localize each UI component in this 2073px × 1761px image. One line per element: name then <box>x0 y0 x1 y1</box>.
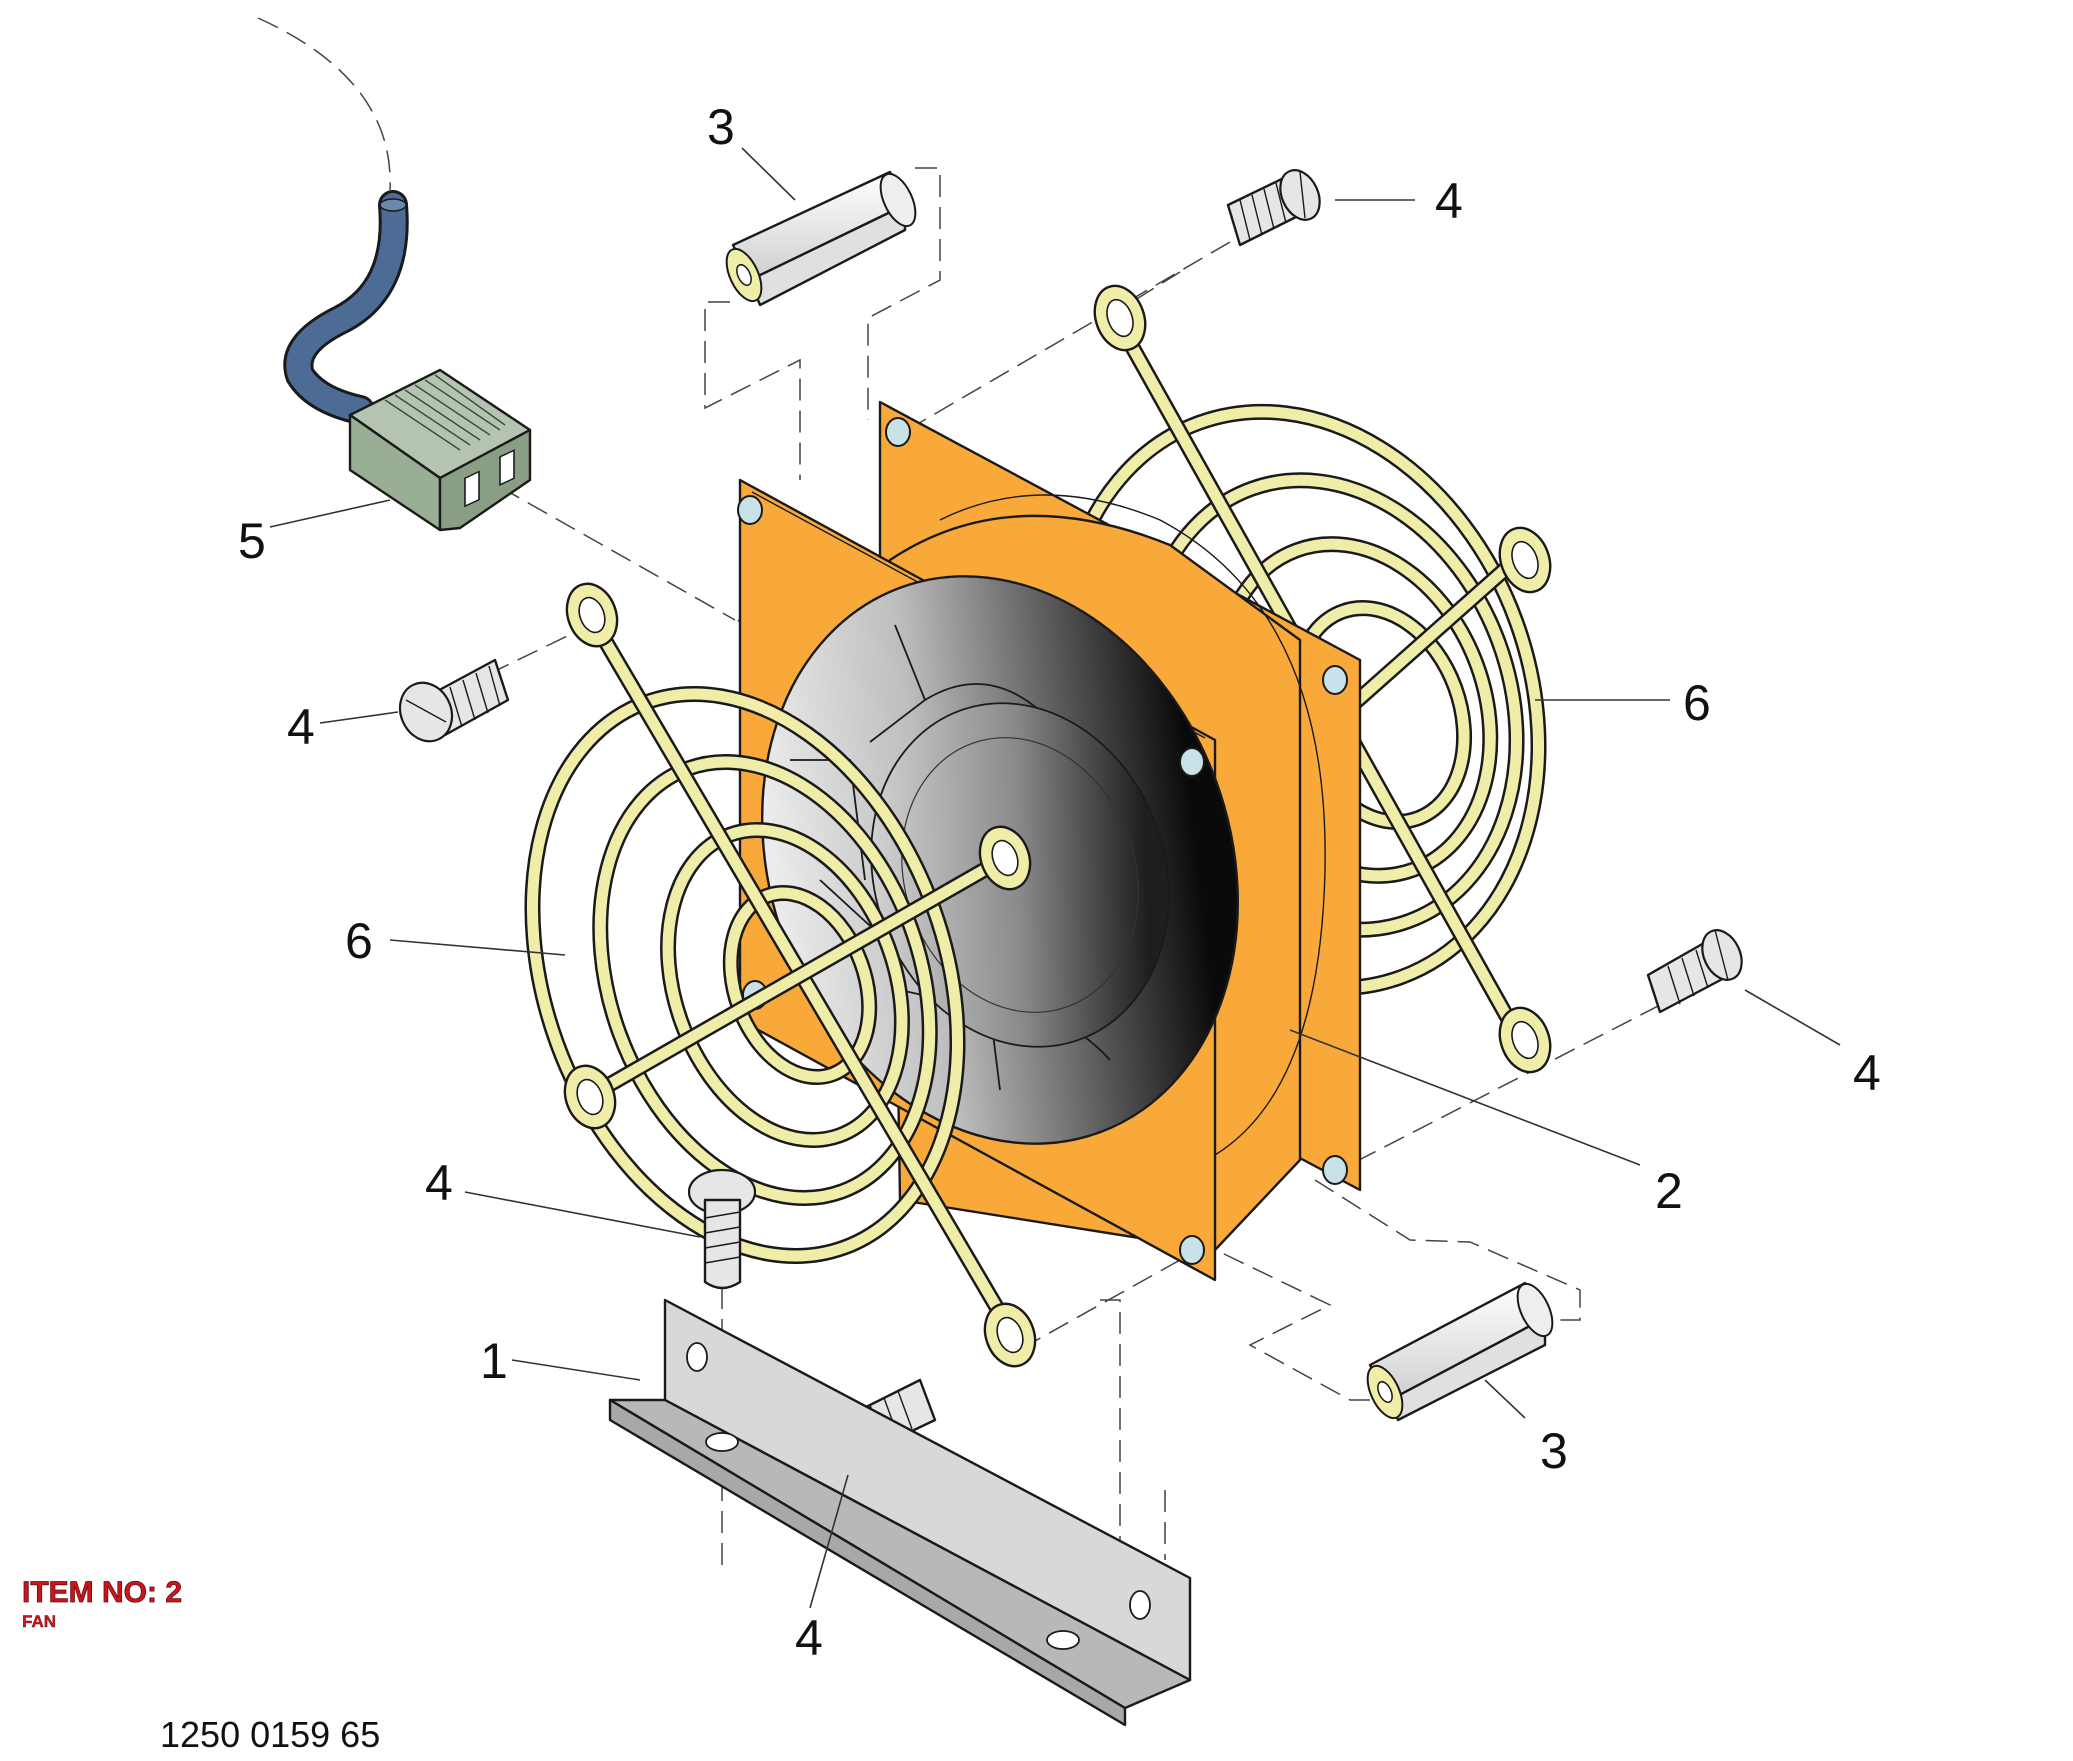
standoff-upper <box>725 170 917 307</box>
callout-3-top: 3 <box>707 99 735 155</box>
screw-bottom-vertical <box>687 1168 757 1290</box>
callout-1: 1 <box>480 1333 508 1389</box>
mounting-bracket <box>608 1298 1192 1727</box>
screw-top-right <box>1226 169 1321 247</box>
callout-2: 2 <box>1655 1163 1683 1219</box>
item-number-label: ITEM NO: 2 <box>22 1576 182 1609</box>
leader-lines <box>269 147 1841 1609</box>
standoff-lower <box>1366 1281 1554 1422</box>
callout-6-right: 6 <box>1683 675 1711 731</box>
callout-4-bottom-left: 4 <box>425 1155 453 1211</box>
power-connector <box>283 190 532 532</box>
item-description-label: FAN <box>22 1612 56 1631</box>
callout-4-left: 4 <box>287 699 315 755</box>
screw-right <box>1646 929 1743 1014</box>
callout-4-right: 4 <box>1853 1045 1881 1101</box>
screw-left <box>398 658 510 743</box>
callout-4-top-right: 4 <box>1435 173 1463 229</box>
callout-6-left: 6 <box>345 913 373 969</box>
document-number: 1250 0159 65 <box>160 1714 380 1755</box>
callout-5: 5 <box>238 513 266 569</box>
callout-3-bottom: 3 <box>1540 1423 1568 1479</box>
callout-4-bottom: 4 <box>795 1610 823 1666</box>
callout-numbers: 3 4 5 4 6 6 4 2 4 1 3 4 <box>238 99 1881 1666</box>
fan-guard-front <box>524 582 1037 1368</box>
